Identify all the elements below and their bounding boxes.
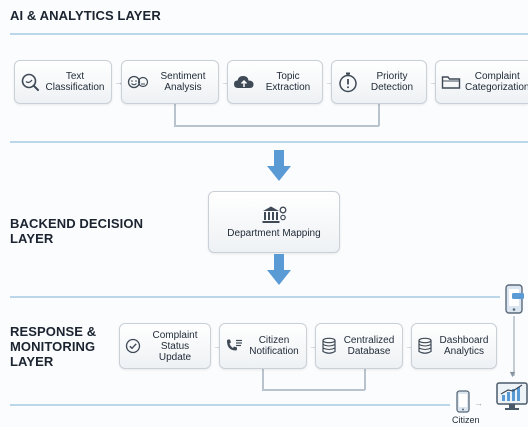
label-line-1: Centralized	[343, 335, 395, 346]
citizen-label: Citizen	[452, 415, 480, 425]
magnifier-icon	[20, 72, 40, 92]
database-icon	[321, 337, 337, 355]
label-line-2: Analysis	[164, 82, 202, 93]
label-line-2: Categorization	[465, 82, 528, 93]
title-line-1: RESPONSE &	[10, 324, 97, 339]
title-line-1: BACKEND DECISION	[10, 216, 144, 231]
database-icon	[417, 337, 433, 355]
ai-connector-right	[378, 104, 380, 126]
check-circle-icon	[125, 338, 141, 354]
node-department-mapping[interactable]: Department Mapping	[208, 191, 340, 253]
label-line-1: Topic	[276, 71, 300, 82]
citizen-phone-icon	[456, 390, 470, 413]
stopwatch-alert-icon	[337, 71, 359, 93]
label-line-2: Classification	[45, 82, 105, 93]
label-line-2: Extraction	[265, 82, 311, 93]
ai-layer-title: AI & ANALYTICS LAYER	[10, 8, 161, 23]
down-arrow-icon	[267, 254, 291, 285]
label-line-1: Text	[65, 71, 85, 82]
response-layer-top-divider	[10, 296, 500, 298]
response-connector-bottom	[262, 389, 365, 391]
response-layer-bottom-divider	[10, 404, 450, 406]
node-label: Department Mapping	[227, 228, 321, 239]
flow-arrow-icon: →	[114, 77, 123, 87]
ai-layer-top-divider	[10, 33, 528, 35]
analytics-monitor-icon	[496, 382, 528, 410]
label-line-1: Citizen	[258, 335, 290, 346]
label-line-1: Complaint	[152, 329, 198, 341]
label-line-1: Complaint	[474, 71, 520, 82]
label-line-1: Priority	[376, 71, 408, 82]
ai-connector-bottom	[174, 125, 379, 127]
title-line-3: LAYER	[10, 354, 54, 369]
label-line-1: Sentiment	[160, 71, 206, 82]
label-line-2: Detection	[370, 82, 414, 93]
label-line-2: Database	[347, 346, 391, 357]
flow-arrow-icon: →	[221, 77, 230, 87]
response-connector-left	[262, 369, 264, 390]
phone-list-icon	[225, 338, 243, 354]
title-line-2: LAYER	[10, 231, 54, 246]
label-line-2: Notification	[249, 346, 299, 357]
backend-layer-title: BACKEND DECISION LAYER	[10, 216, 143, 246]
device-connector	[513, 316, 515, 376]
cloud-upload-icon	[233, 73, 255, 91]
label-line-2: Status Update	[158, 340, 192, 363]
flow-arrow-icon: →	[405, 341, 414, 351]
connector-arrow-icon: ▼	[508, 369, 517, 379]
flow-arrow-icon: →	[309, 341, 318, 351]
label-line-2: Analytics	[443, 346, 484, 357]
emoji-faces-icon	[127, 73, 149, 91]
ai-layer-bottom-divider	[10, 141, 528, 143]
response-layer-title: RESPONSE & MONITORING LAYER	[10, 324, 96, 369]
response-connector-right	[364, 369, 366, 390]
flow-arrow-icon: →	[429, 77, 438, 87]
flow-arrow-icon: →	[325, 77, 334, 87]
ai-connector-left	[174, 104, 176, 126]
bank-gear-icon	[261, 205, 287, 225]
flow-arrow-icon: →	[474, 398, 483, 408]
folder-icon	[441, 74, 461, 90]
flow-arrow-icon: →	[213, 341, 222, 351]
label-line-1: Dashboard	[439, 335, 489, 346]
mobile-phone-icon	[505, 284, 524, 314]
title-line-2: MONITORING	[10, 339, 96, 354]
down-arrow-icon	[267, 150, 291, 181]
